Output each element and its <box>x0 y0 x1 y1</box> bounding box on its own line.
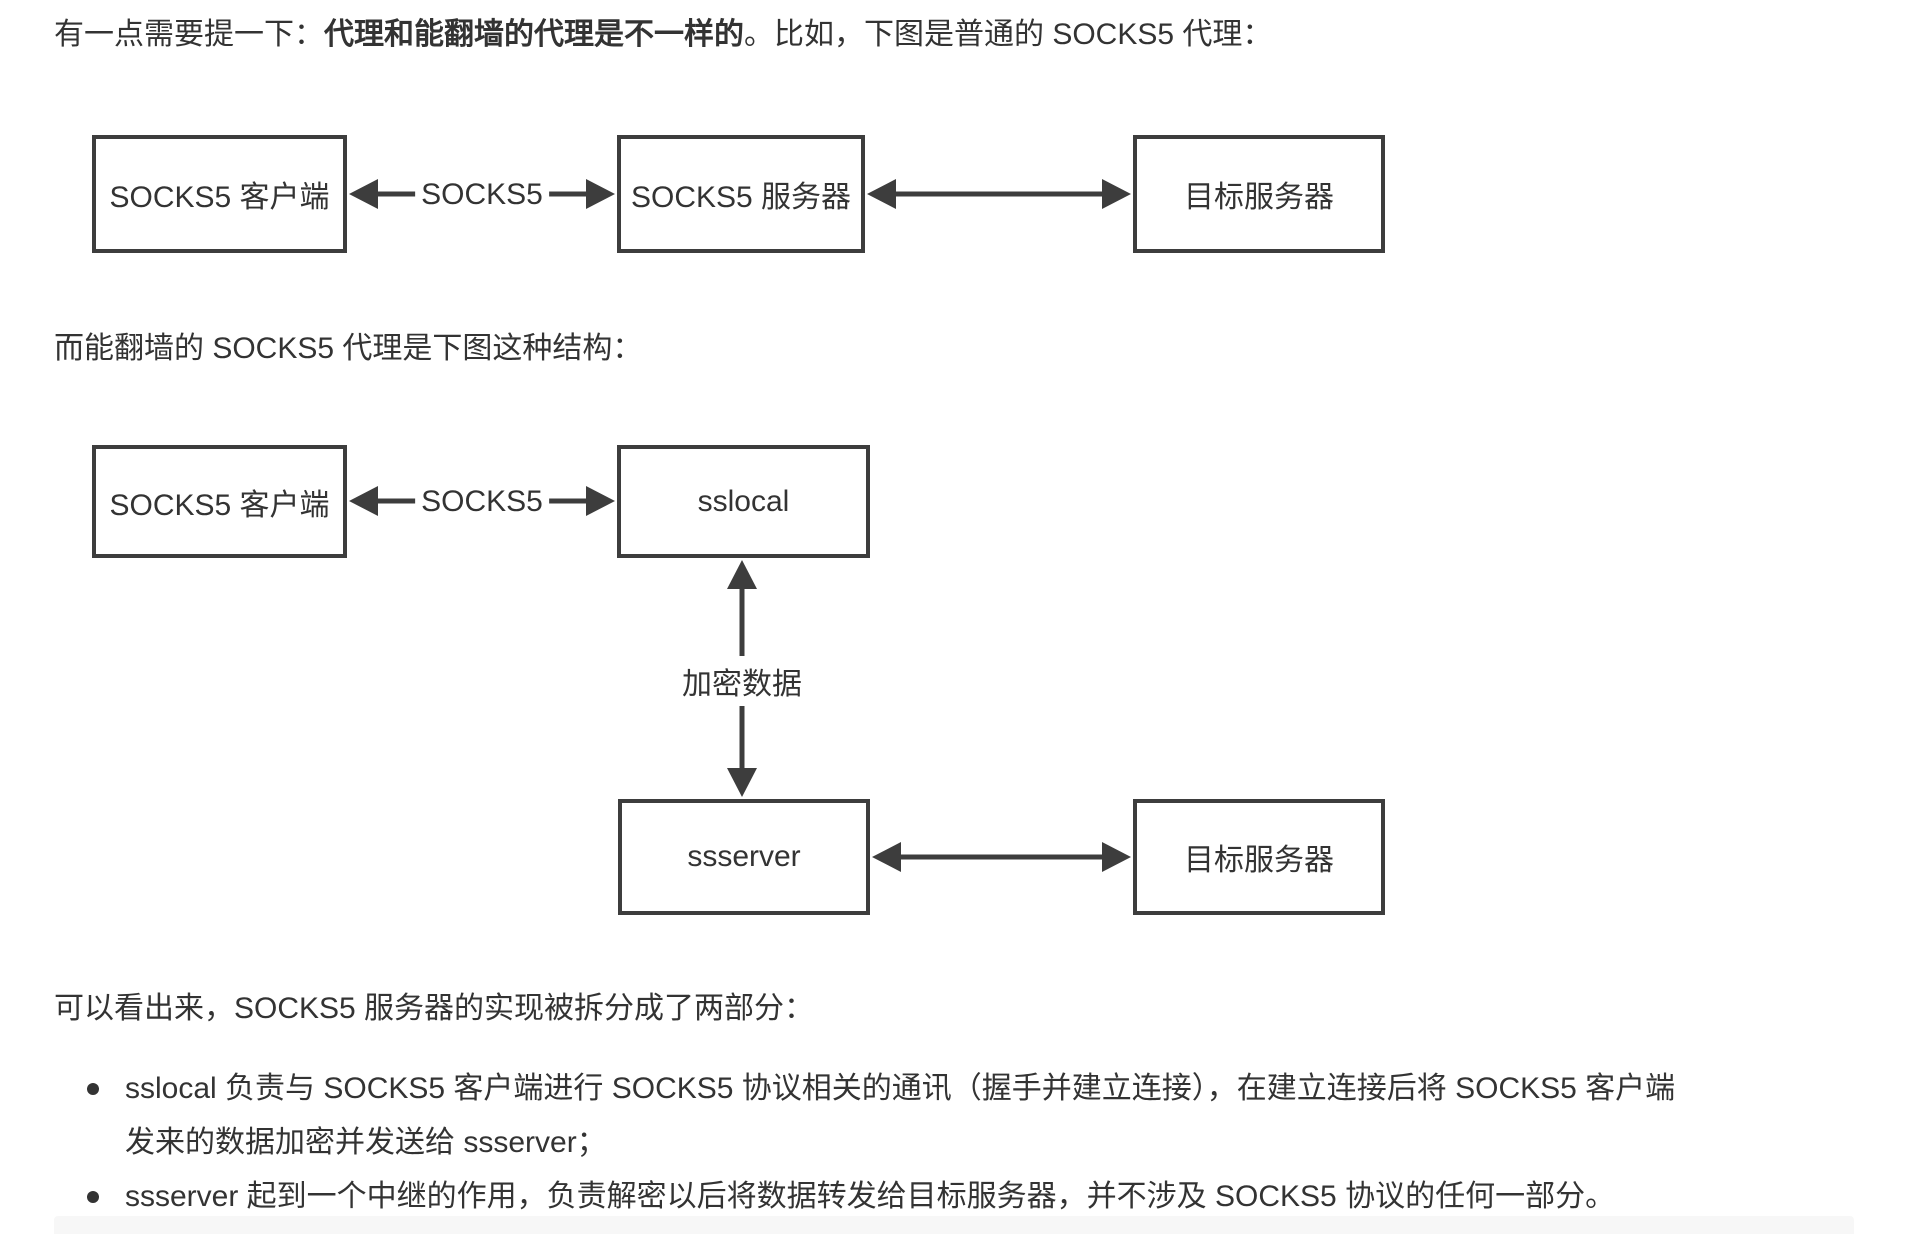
diagram1-arrow-label-socks5: SOCKS5 <box>415 175 549 215</box>
next-block-top-edge <box>54 1216 1854 1234</box>
intro-text-suffix: 。比如，下图是普通的 SOCKS5 代理： <box>744 18 1273 51</box>
node-label: SOCKS5 客户端 <box>109 181 330 214</box>
diagram2-arrow-label-encrypted-data: 加密数据 <box>676 656 808 706</box>
diagram2-arrow-label-socks5: SOCKS5 <box>415 482 549 522</box>
explanation-list: sslocal 负责与 SOCKS5 客户端进行 SOCKS5 协议相关的通讯（… <box>54 1062 1844 1224</box>
diagram2-node-socks5-client: SOCKS5 客户端 <box>92 445 347 558</box>
node-label: ssserver <box>687 840 801 873</box>
diagram2-node-sslocal: sslocal <box>617 445 870 558</box>
intro-text-prefix: 有一点需要提一下： <box>54 18 324 51</box>
bullet-icon <box>87 1083 99 1095</box>
intro-paragraph: 有一点需要提一下：代理和能翻墙的代理是不一样的。比如，下图是普通的 SOCKS5… <box>54 17 1272 53</box>
arrow-head-left <box>867 179 896 209</box>
diagram2-node-ssserver: ssserver <box>618 799 870 915</box>
wall-proxy-paragraph: 而能翻墙的 SOCKS5 代理是下图这种结构： <box>54 332 643 365</box>
arrow-head-right <box>586 486 615 516</box>
diagram1-arrow-target <box>867 179 1131 209</box>
list-item-text-line: 发来的数据加密并发送给 ssserver； <box>125 1126 607 1159</box>
arrow-head-left <box>872 842 901 872</box>
diagram2-node-target-server: 目标服务器 <box>1133 799 1385 915</box>
node-label: 目标服务器 <box>1184 181 1334 214</box>
arrow-head-right <box>586 179 615 209</box>
node-label: SOCKS5 服务器 <box>630 181 852 214</box>
list-item-text-line: ssserver 起到一个中继的作用，负责解密以后将数据转发给目标服务器，并不涉… <box>125 1180 1616 1213</box>
list-item-ssserver: ssserver 起到一个中继的作用，负责解密以后将数据转发给目标服务器，并不涉… <box>54 1170 1844 1224</box>
node-label: SOCKS5 客户端 <box>109 488 330 522</box>
diagram1-node-socks5-server: SOCKS5 服务器 <box>617 135 865 253</box>
bullet-icon <box>87 1191 99 1203</box>
diagram1-node-target-server: 目标服务器 <box>1133 135 1385 253</box>
diagram2-arrow-target <box>872 842 1131 872</box>
arrow-head-up <box>727 560 757 589</box>
diagram1-node-socks5-client: SOCKS5 客户端 <box>92 135 347 253</box>
intro-text-bold: 代理和能翻墙的代理是不一样的 <box>324 18 744 51</box>
arrow-head-left <box>349 486 378 516</box>
list-item-text-line: sslocal 负责与 SOCKS5 客户端进行 SOCKS5 协议相关的通讯（… <box>125 1072 1676 1105</box>
node-label: sslocal <box>697 484 790 518</box>
list-item-sslocal: sslocal 负责与 SOCKS5 客户端进行 SOCKS5 协议相关的通讯（… <box>54 1062 1844 1170</box>
split-summary-paragraph: 可以看出来，SOCKS5 服务器的实现被拆分成了两部分： <box>54 992 815 1025</box>
arrow-head-down <box>727 768 757 797</box>
arrow-head-left <box>349 179 378 209</box>
arrow-head-right <box>1102 179 1131 209</box>
node-label: 目标服务器 <box>1184 844 1334 877</box>
arrow-head-right <box>1102 842 1131 872</box>
